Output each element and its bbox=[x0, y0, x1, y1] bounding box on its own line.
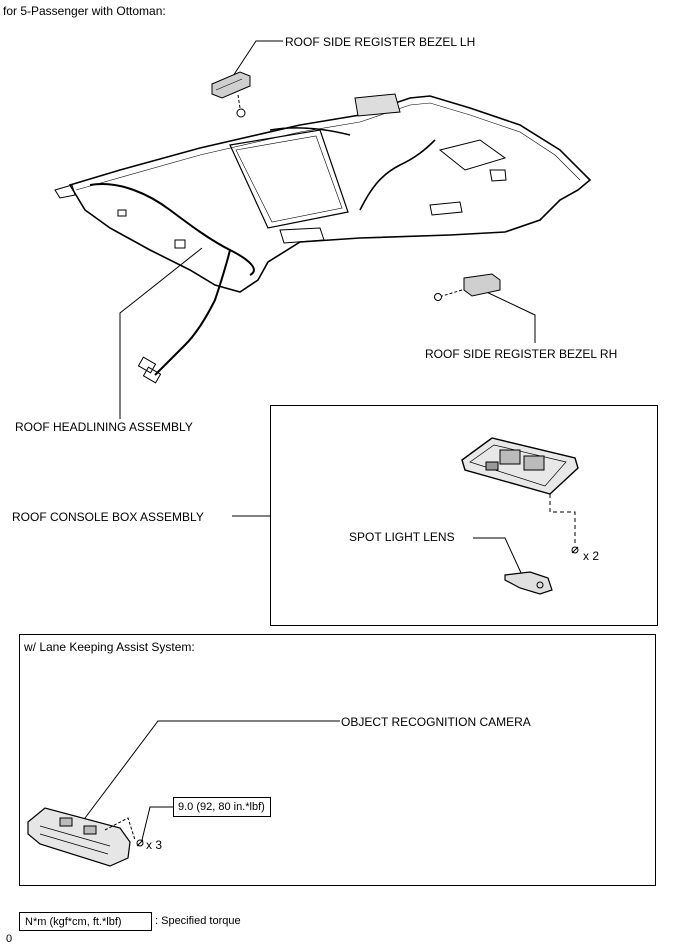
leader-torque bbox=[141, 806, 173, 841]
variant-heading: for 5-Passenger with Ottoman: bbox=[3, 4, 166, 18]
leader-spot-lens bbox=[473, 537, 523, 576]
legend-desc: : Specified torque bbox=[155, 915, 241, 927]
bezel-rh-drawing bbox=[434, 273, 501, 301]
label-bezel-rh: ROOF SIDE REGISTER BEZEL RH bbox=[425, 347, 618, 361]
label-headlining: ROOF HEADLINING ASSEMBLY bbox=[15, 420, 193, 434]
label-console-box: ROOF CONSOLE BOX ASSEMBLY bbox=[12, 510, 204, 524]
label-console-qty: x 2 bbox=[583, 549, 600, 563]
bezel-lh-drawing bbox=[211, 71, 251, 118]
label-spot-lens: SPOT LIGHT LENS bbox=[349, 530, 455, 544]
camera-drawing bbox=[27, 807, 144, 867]
label-camera-qty: x 3 bbox=[146, 838, 163, 852]
lane-keeping-title: w/ Lane Keeping Assist System: bbox=[24, 640, 195, 654]
roof-headlining-drawing bbox=[54, 93, 592, 384]
label-camera: OBJECT RECOGNITION CAMERA bbox=[341, 715, 531, 729]
figure-id: 0 bbox=[6, 933, 13, 945]
leader-bezel-lh bbox=[232, 40, 283, 77]
torque-value-box bbox=[173, 797, 271, 817]
console-box-drawing bbox=[461, 437, 579, 554]
torque-value: 9.0 (92, 80 in.*lbf) bbox=[178, 801, 265, 813]
label-bezel-lh: ROOF SIDE REGISTER BEZEL LH bbox=[285, 35, 476, 49]
leader-camera bbox=[81, 720, 340, 823]
lane-keeping-frame bbox=[19, 634, 656, 886]
spot-lens-drawing bbox=[504, 571, 553, 595]
leader-headlining bbox=[119, 247, 203, 419]
legend-unit: N*m (kgf*cm, ft.*lbf) bbox=[25, 916, 122, 928]
leader-bezel-rh bbox=[477, 287, 536, 343]
legend-unit-box bbox=[19, 912, 152, 931]
console-box-frame bbox=[270, 405, 658, 626]
